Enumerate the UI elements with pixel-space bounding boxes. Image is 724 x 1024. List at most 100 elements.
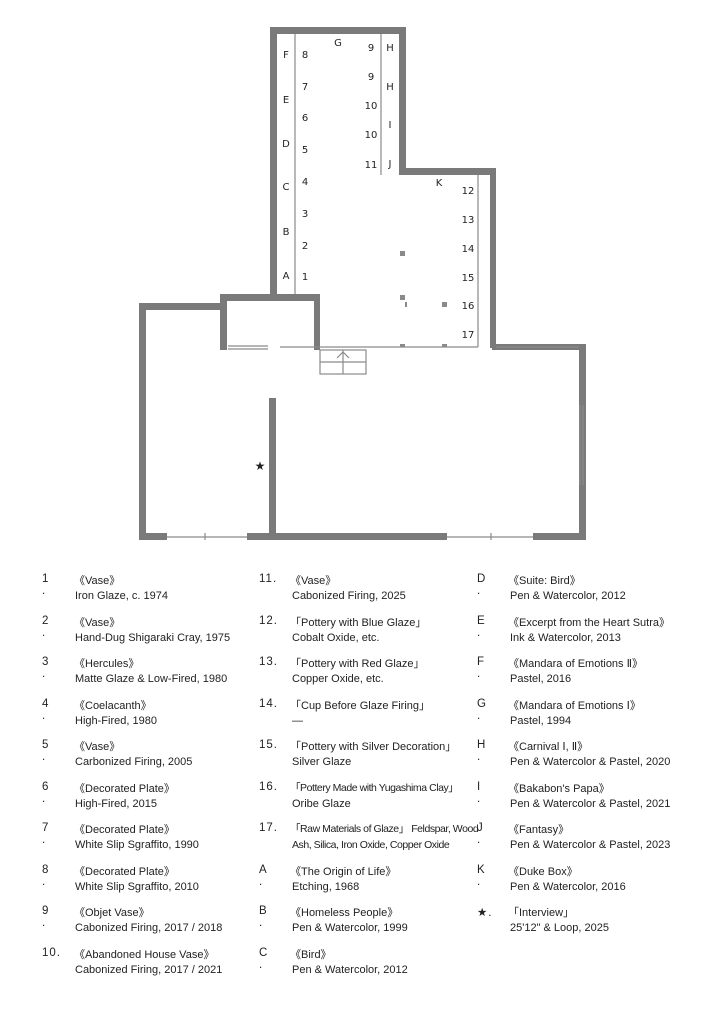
label-5: 5 — [302, 145, 308, 156]
stairs-icon — [319, 349, 367, 375]
entry-title: 《Bird》 — [290, 948, 332, 961]
entry-title: 「Pottery with Blue Glaze」 — [290, 616, 427, 629]
entry-number: K . — [477, 863, 486, 888]
entry-title: 「Interview」 — [508, 907, 575, 919]
entry-number: 12. — [259, 614, 278, 627]
label-g: G — [334, 38, 342, 49]
entry-detail: White Slip Sgraffito, 1990 — [75, 839, 199, 851]
entry-detail: Pastel, 1994 — [510, 714, 572, 727]
label-11: 11 — [365, 160, 378, 171]
label-15: 15 — [462, 273, 475, 284]
entry-detail: Oribe Glaze — [292, 797, 351, 810]
entry-detail: Ink & Watercolor, 2013 — [510, 631, 621, 644]
entry-number: F . — [477, 656, 486, 680]
entry-title: 《Bakabon's Papa》 — [508, 782, 610, 795]
label-f: F — [283, 50, 289, 61]
entry-title: 《Hercules》 — [74, 658, 140, 670]
entry-title: 《Excerpt from the Heart Sutra》 — [508, 616, 670, 629]
entry-detail: High-Fired, 2015 — [75, 797, 157, 810]
entry-title: 《Vase》 — [74, 616, 121, 629]
label-13: 13 — [462, 215, 475, 226]
label-i: I — [389, 120, 392, 131]
label-4: 4 — [302, 177, 308, 188]
label-d: D — [282, 139, 290, 150]
label-16: 16 — [462, 301, 475, 312]
entry-number: C . — [259, 946, 269, 971]
entry-number: 9 . — [42, 905, 50, 929]
entry-number: H . — [477, 739, 487, 763]
entry-title: 《Mandara of Emotions Ⅱ》 — [508, 658, 644, 670]
label-7: 7 — [302, 82, 308, 93]
floor-plan: F E D C B A 8 7 6 5 4 3 2 1 G 9 9 10 10 … — [139, 27, 586, 540]
entry-title: 「Cup Before Glaze Firing」 — [290, 699, 430, 712]
entry-title: 《Vase》 — [74, 741, 121, 753]
entry-number: J . — [477, 822, 484, 846]
entry-number: 8 . — [42, 863, 50, 888]
entry-number: 2 . — [42, 614, 50, 639]
entry-detail: Silver Glaze — [292, 756, 352, 768]
label-a: A — [283, 271, 290, 282]
label-e: E — [283, 95, 289, 106]
entry-detail: Etching, 1968 — [292, 880, 360, 893]
entry-number: G . — [477, 697, 487, 722]
label-b: B — [283, 227, 290, 238]
entry-number: 14. — [259, 697, 278, 710]
label-6: 6 — [302, 113, 308, 124]
entry-detail: Pen & Watercolor & Pastel, 2021 — [510, 797, 671, 810]
entry-title: 《Suite: Bird》 — [508, 575, 581, 587]
entry-number: 16. — [259, 780, 278, 793]
entry-detail: Cabonized Firing, 2025 — [292, 590, 406, 602]
entry-detail: Pastel, 2016 — [510, 673, 572, 685]
label-h1: H — [386, 43, 394, 54]
entry-detail: Ash, Silica, Iron Oxide, Copper Oxide — [292, 839, 450, 851]
entry-detail: Cabonized Firing, 2017 / 2018 — [75, 922, 223, 934]
entry-number: I . — [477, 780, 482, 805]
entry-detail: Cobalt Oxide, etc. — [292, 631, 380, 644]
entry-number: 13. — [259, 656, 278, 668]
entry-number: D . — [477, 573, 487, 597]
entry-title: 《Fantasy》 — [508, 824, 570, 836]
entry-title: 《Mandara of Emotions Ⅰ》 — [508, 699, 641, 712]
entry-title: 《Abandoned House Vase》 — [74, 948, 215, 961]
entry-number: E . — [477, 614, 486, 639]
entry-detail: High-Fired, 1980 — [75, 714, 157, 727]
entry-detail: Carbonized Firing, 2005 — [75, 756, 193, 768]
entry-title: 《Objet Vase》 — [74, 907, 150, 919]
entry-detail: — — [292, 714, 303, 727]
label-c: C — [283, 182, 290, 193]
entry-detail: Pen & Watercolor & Pastel, 2023 — [510, 839, 671, 851]
label-h2: H — [386, 82, 394, 93]
entry-number: 1 . — [42, 573, 50, 597]
entry-title: 《The Origin of Life》 — [290, 865, 397, 878]
entry-detail: Copper Oxide, etc. — [292, 673, 384, 685]
entry-number: 5 . — [42, 739, 50, 763]
entry-detail: Pen & Watercolor & Pastel, 2020 — [510, 756, 671, 768]
entry-title: 《Carnival Ⅰ, Ⅱ》 — [508, 741, 589, 753]
label-3: 3 — [302, 209, 308, 220]
label-8: 8 — [302, 50, 308, 61]
entry-detail: Pen & Watercolor, 1999 — [292, 922, 408, 934]
entry-detail: Pen & Watercolor, 2012 — [292, 963, 408, 976]
entry-detail: Iron Glaze, c. 1974 — [75, 590, 168, 602]
entry-title: 《Decorated Plate》 — [74, 824, 175, 836]
entry-title: 「Pottery with Silver Decoration」 — [290, 741, 457, 753]
label-k: K — [436, 178, 443, 189]
entry-title: 《Decorated Plate》 — [74, 865, 175, 878]
entry-detail: 25'12" & Loop, 2025 — [510, 922, 609, 934]
entry-number: ★. — [477, 907, 493, 919]
entry-number: 10. — [42, 946, 61, 959]
entry-title: 《Vase》 — [74, 575, 121, 587]
label-10b: 10 — [365, 130, 378, 141]
entry-number: 15. — [259, 739, 278, 751]
label-j: J — [388, 159, 392, 170]
star-icon: ★ — [255, 459, 266, 473]
entry-number: 3 . — [42, 656, 50, 680]
walls — [139, 27, 586, 540]
label-9b: 9 — [368, 72, 374, 83]
entry-number: 6 . — [42, 780, 50, 805]
display-walls — [167, 34, 584, 540]
entry-number: 11. — [259, 573, 278, 585]
entry-title: 《Homeless People》 — [290, 907, 399, 919]
entry-number: 4 . — [42, 697, 50, 722]
label-17: 17 — [462, 330, 475, 341]
